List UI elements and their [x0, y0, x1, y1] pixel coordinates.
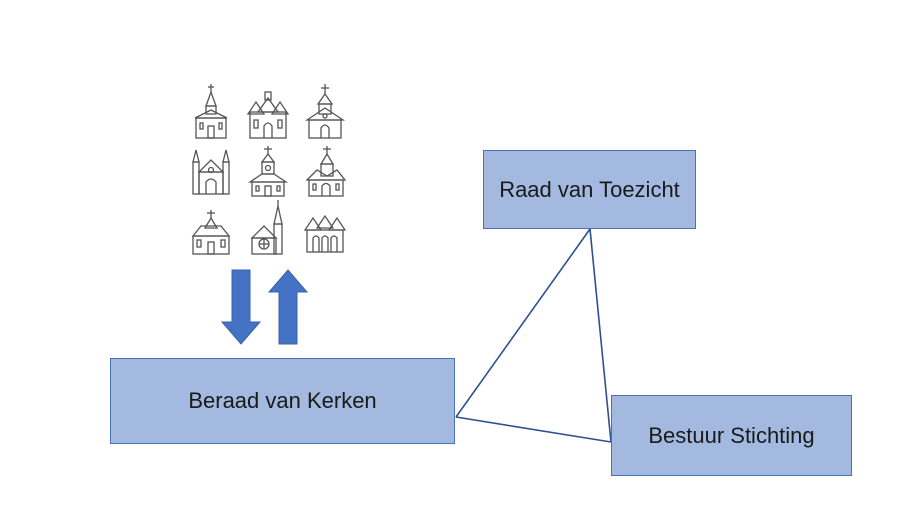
- church-icon: [191, 210, 231, 255]
- church-icon: [304, 84, 346, 139]
- church-icon: [305, 146, 347, 197]
- church-icon: [303, 214, 347, 253]
- bestuur-stichting-label: Bestuur Stichting: [648, 422, 815, 448]
- church-icon: [247, 146, 289, 197]
- beraad-van-kerken-label: Beraad van Kerken: [188, 388, 377, 413]
- church-icon: [192, 149, 230, 195]
- line-raad-to-bestuur: [589, 228, 612, 443]
- line-beraad-to-bestuur: [455, 416, 612, 443]
- arrow-up-icon: [267, 269, 309, 345]
- church-icon: [246, 91, 290, 139]
- bestuur-stichting-box: Bestuur Stichting: [611, 395, 852, 476]
- line-beraad-to-raad: [455, 228, 591, 418]
- raad-van-toezicht-box: Raad van Toezicht: [483, 150, 696, 229]
- beraad-van-kerken-box: Beraad van Kerken: [110, 358, 455, 444]
- church-icon-grid: [191, 84, 347, 255]
- church-icon: [194, 84, 228, 139]
- church-icon: [250, 200, 283, 255]
- raad-van-toezicht-label: Raad van Toezicht: [499, 176, 680, 202]
- arrow-down-icon: [220, 269, 262, 345]
- connector-lines: [455, 228, 612, 443]
